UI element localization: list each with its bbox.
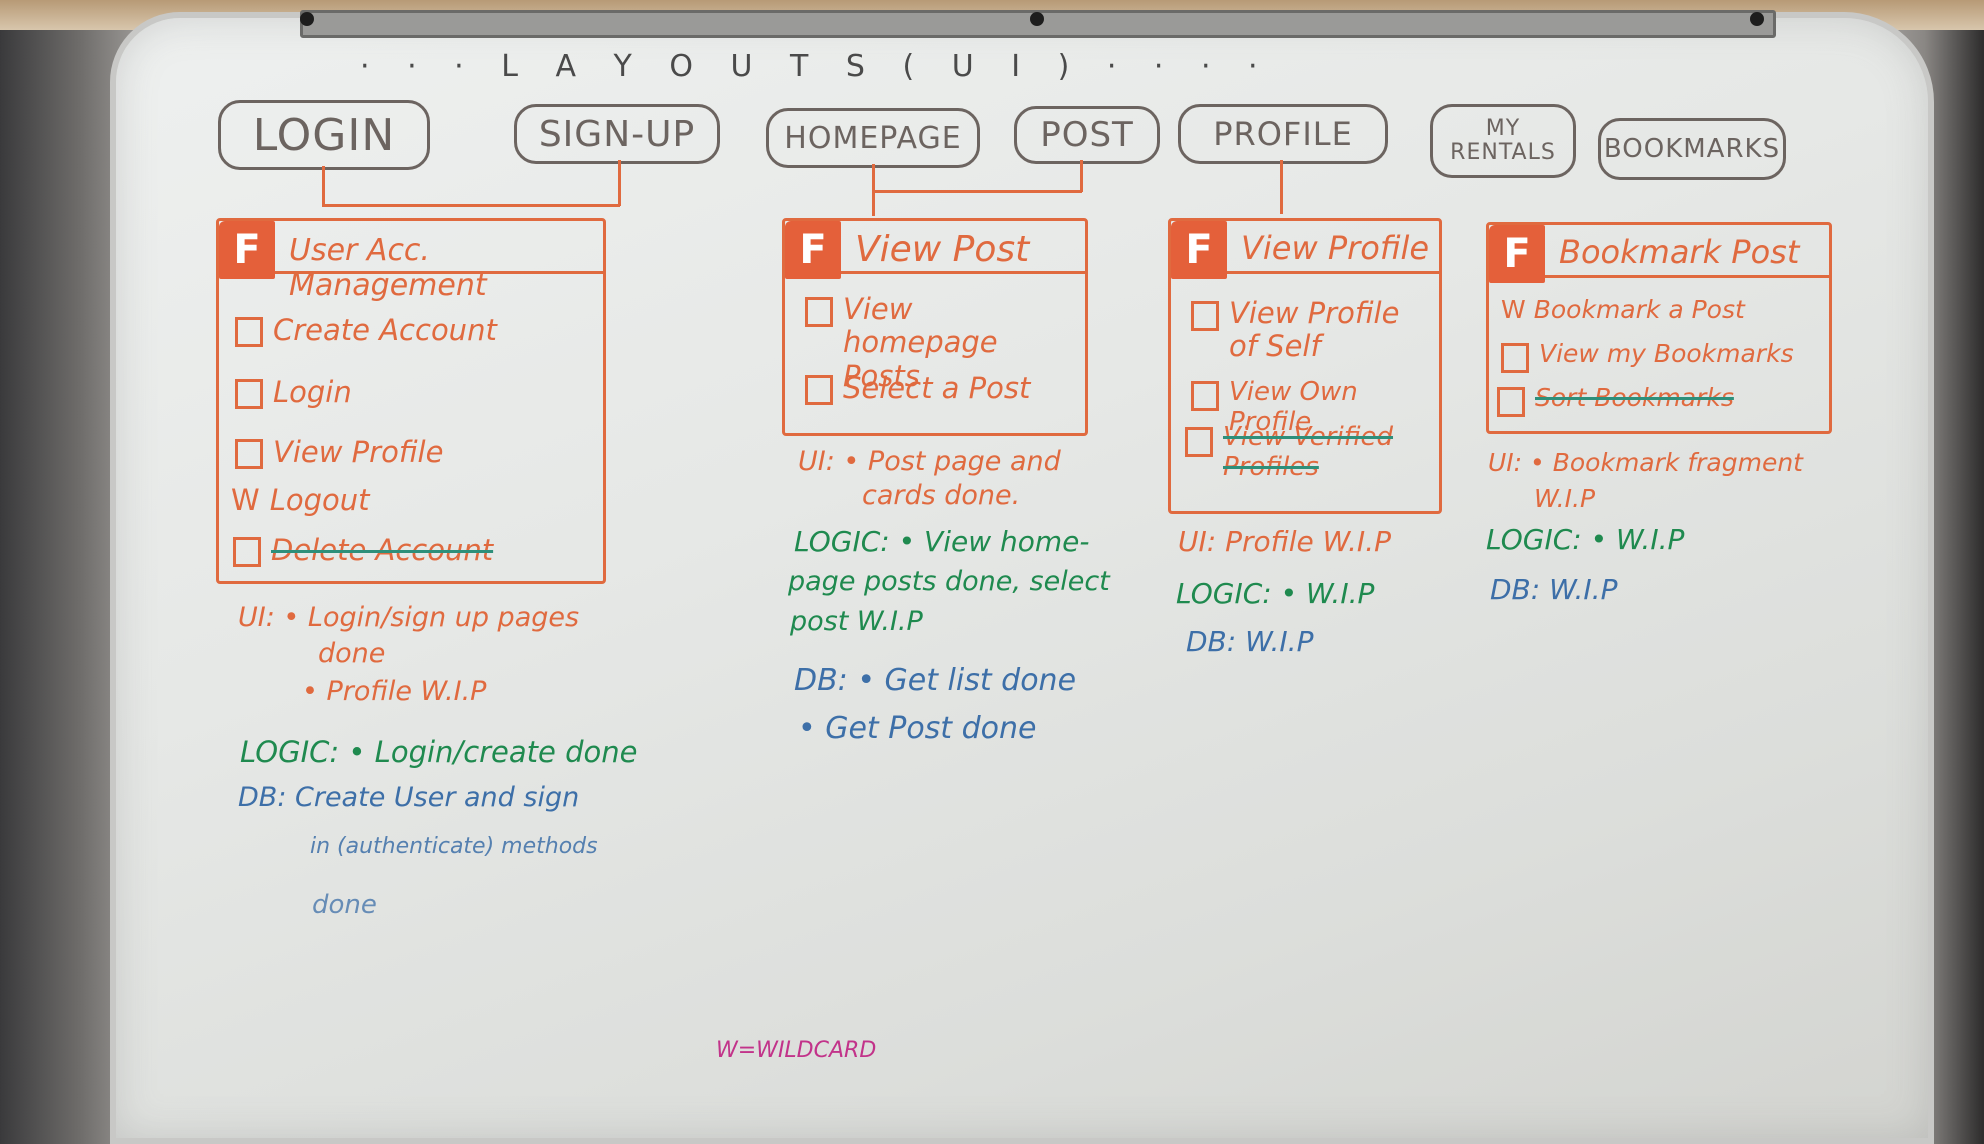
- checklist-item: View Own Profile: [1191, 377, 1439, 437]
- note-db: DB: W.I.P: [1186, 625, 1314, 658]
- page-pill-profile: PROFILE: [1178, 104, 1388, 164]
- connector-line: [322, 204, 620, 207]
- note-db: DB: Create User and sign: [238, 782, 580, 813]
- card-title: View Profile: [1241, 229, 1430, 267]
- note-db: DB: • Get list done: [794, 663, 1077, 698]
- checkbox-icon: [235, 317, 263, 347]
- feature-marker: F: [1171, 221, 1227, 279]
- note-db: in (authenticate) methods: [310, 834, 598, 859]
- card-header: [218, 221, 604, 274]
- note-logic: post W.I.P: [790, 606, 923, 637]
- feature-marker: F: [219, 221, 275, 279]
- rail-knob: [1750, 12, 1764, 26]
- note-ui: UI: Profile W.I.P: [1178, 525, 1391, 558]
- wildcard-marker: W: [231, 483, 260, 517]
- card-title: View Post: [855, 229, 1030, 270]
- checklist-item: View homepage Posts: [805, 292, 1065, 393]
- checkbox-icon: [1191, 381, 1219, 411]
- checklist-item: Login: [235, 375, 352, 409]
- note-db: done: [312, 890, 377, 920]
- checkbox-icon: [1501, 343, 1529, 373]
- feature-marker: F: [785, 221, 841, 279]
- note-logic: LOGIC: • W.I.P: [1176, 577, 1375, 610]
- card-header: [1488, 225, 1830, 278]
- page-pill-signup: SIGN-UP: [514, 104, 720, 164]
- checkbox-icon: [805, 297, 833, 327]
- page-pill-bookmarks: BOOKMARKS: [1598, 118, 1786, 180]
- checklist-item: Create Account: [235, 313, 497, 347]
- connector-line: [872, 190, 1082, 193]
- checklist-item: View Profile: [235, 435, 443, 469]
- page-pill-my-rentals: MY RENTALS: [1430, 104, 1576, 178]
- feature-marker: F: [1489, 225, 1545, 283]
- page-pill-post: POST: [1014, 106, 1160, 164]
- note-db: DB: W.I.P: [1490, 573, 1618, 606]
- connector-line: [322, 166, 325, 206]
- note-ui: done: [318, 638, 386, 669]
- checklist-item-struck: Delete Account: [233, 533, 493, 567]
- note-ui: UI: • Bookmark fragment: [1488, 448, 1803, 477]
- note-ui: UI: • Login/sign up pages: [238, 602, 580, 633]
- whiteboard: [110, 12, 1934, 1144]
- note-logic: LOGIC: • Login/create done: [240, 735, 638, 769]
- note-ui: UI: • Post page and: [798, 446, 1061, 477]
- checkbox-icon: [235, 439, 263, 469]
- checkbox-icon: [1185, 427, 1213, 457]
- connector-line: [1280, 160, 1283, 214]
- note-logic: LOGIC: • W.I.P: [1486, 523, 1685, 556]
- wildcard-legend: W=WILDCARD: [716, 1038, 877, 1063]
- note-ui: • Profile W.I.P: [302, 676, 487, 707]
- checkbox-icon: [1191, 301, 1219, 331]
- checklist-item: View my Bookmarks: [1501, 339, 1794, 373]
- page-pill-homepage: HOMEPAGE: [766, 108, 980, 168]
- checkbox-icon: [805, 375, 833, 405]
- note-ui: cards done.: [862, 480, 1021, 511]
- wildcard-marker: W: [1501, 295, 1526, 324]
- checkbox-icon: [1497, 387, 1525, 417]
- note-logic: LOGIC: • View home-: [794, 525, 1090, 558]
- checklist-item: Select a Post: [805, 371, 1030, 405]
- card-title: User Acc. Management: [289, 233, 487, 303]
- checkbox-icon: [235, 379, 263, 409]
- card-title: Bookmark Post: [1559, 233, 1800, 271]
- connector-line: [1080, 160, 1083, 192]
- card-header: [1170, 221, 1440, 274]
- note-db: • Get Post done: [798, 711, 1037, 746]
- page-pill-login: LOGIN: [218, 100, 430, 170]
- connector-line: [618, 160, 621, 206]
- note-logic: page posts done, select: [788, 566, 1110, 597]
- board-title: · · · L A Y O U T S ( U I ) · · · ·: [360, 49, 1272, 84]
- checklist-item-struck: View Verified Profiles: [1185, 422, 1425, 483]
- feature-card-view-profile: F View Profile View Profile of Self View…: [1168, 218, 1442, 514]
- rail-knob: [1030, 12, 1044, 26]
- feature-card-view-post: F View Post View homepage Posts Select a…: [782, 218, 1088, 436]
- checkbox-icon: [233, 537, 261, 567]
- checklist-item-struck: Sort Bookmarks: [1497, 383, 1734, 417]
- card-header: [784, 221, 1086, 274]
- checklist-item: View Profile of Self: [1191, 296, 1421, 364]
- note-ui: W.I.P: [1534, 484, 1596, 513]
- feature-card-user-account: F User Acc. Management Create Account Lo…: [216, 218, 606, 584]
- rail-knob: [300, 12, 314, 26]
